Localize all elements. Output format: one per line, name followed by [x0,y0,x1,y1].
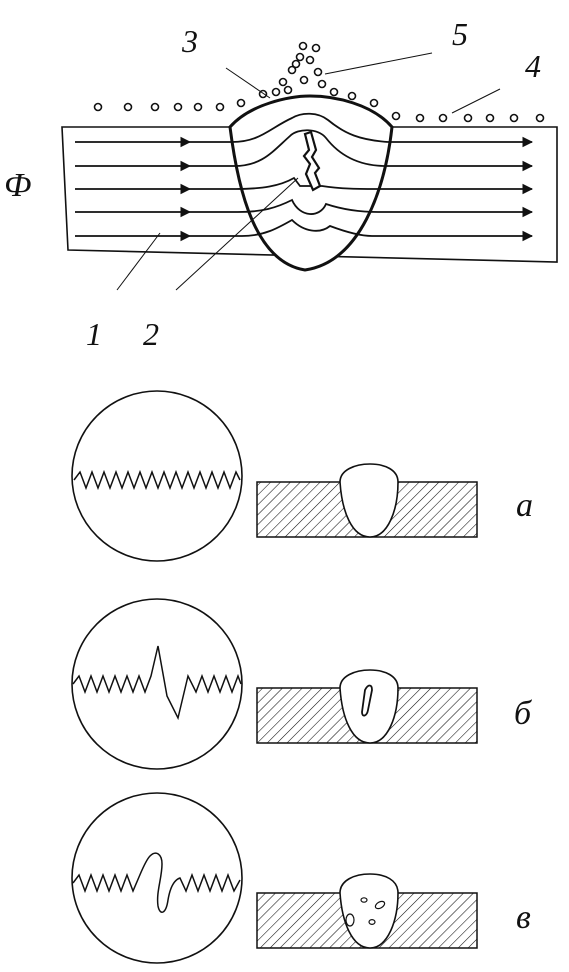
case-b: б [71,598,533,770]
flux-lines [75,112,534,242]
label-2: 2 [143,316,159,352]
signal-trace-b [72,645,242,721]
weld-a [339,463,399,538]
case-c: в [71,792,531,964]
flux-label: Ф [4,167,31,204]
label-4: 4 [525,48,541,84]
label-3: 3 [181,23,198,59]
label-5: 5 [452,16,468,52]
flux-diagram: Ф 3 5 4 1 2 [4,16,558,352]
case-a-label: а [516,487,533,524]
signal-trace-c [72,852,241,913]
crack-defect [302,130,322,192]
weld-c [339,873,399,949]
signal-trace-a [73,469,241,491]
scope-display-c [71,792,243,964]
case-a: а [71,390,533,562]
label-1: 1 [86,316,102,352]
pores-c [345,897,386,927]
case-b-label: б [514,695,533,732]
case-c-label: в [516,899,531,936]
leader-lines [116,52,501,291]
scope-display-b [71,598,243,770]
scope-display-a [71,390,243,562]
powder-particles [93,41,545,123]
crack-b [361,684,373,717]
